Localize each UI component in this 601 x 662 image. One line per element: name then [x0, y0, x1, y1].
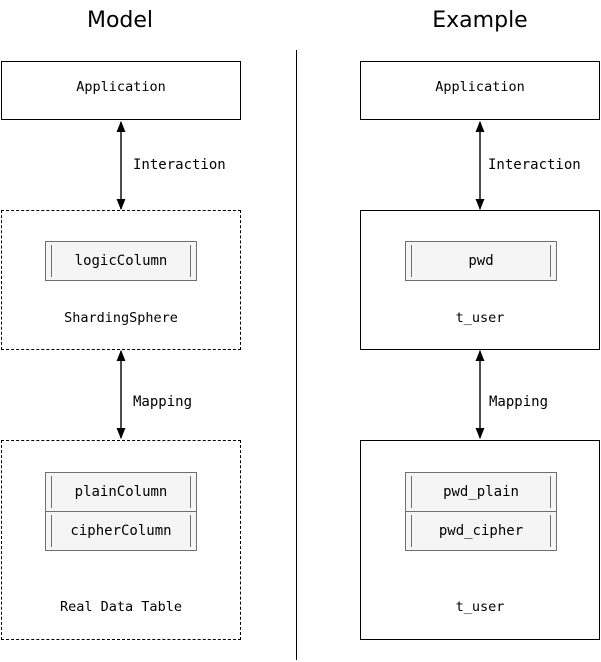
column-divider — [296, 50, 297, 660]
model-middleware-box: logicColumn ShardingSphere — [1, 210, 241, 350]
model-logic-column-cell: logicColumn — [45, 241, 197, 281]
example-application-box: Application — [360, 61, 600, 120]
model-heading: Model — [86, 8, 154, 33]
model-cipher-column-cell: cipherColumn — [45, 512, 197, 551]
example-real-table-label: t_user — [455, 599, 505, 615]
example-interaction-label: Interaction — [488, 157, 581, 173]
model-middleware-label: ShardingSphere — [64, 310, 178, 326]
example-real-table-box: pwd_plain pwd_cipher t_user — [360, 440, 600, 640]
example-application-label: Application — [435, 79, 525, 95]
model-application-box: Application — [1, 61, 241, 120]
model-interaction-label: Interaction — [133, 157, 226, 173]
example-mapping-label: Mapping — [489, 394, 549, 410]
model-application-label: Application — [76, 79, 166, 95]
example-logic-table-box: pwd t_user — [360, 210, 600, 350]
example-logic-column-cell: pwd — [405, 241, 557, 281]
model-table-box: plainColumn cipherColumn Real Data Table — [1, 440, 241, 640]
model-table-label: Real Data Table — [60, 599, 182, 615]
example-cipher-column-cell: pwd_cipher — [405, 512, 557, 551]
model-plain-column-cell: plainColumn — [45, 472, 197, 512]
example-logic-table-label: t_user — [455, 310, 505, 326]
model-mapping-label: Mapping — [133, 394, 193, 410]
example-plain-column-cell: pwd_plain — [405, 472, 557, 512]
example-heading: Example — [432, 8, 528, 33]
